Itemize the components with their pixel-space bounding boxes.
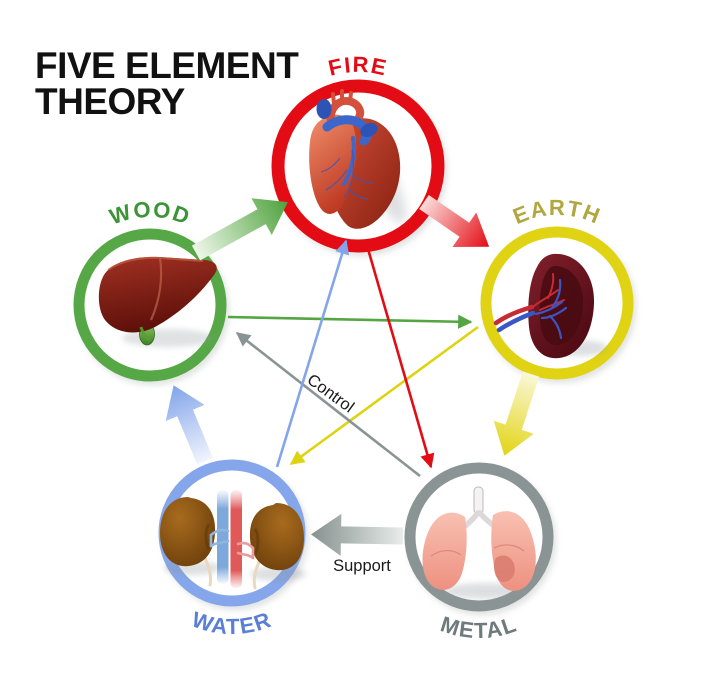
fire-label-text: FIRE [326, 52, 388, 81]
wood-label: WOOD [106, 197, 194, 230]
wood-label-text: WOOD [106, 197, 192, 230]
element-water: WATER [158, 459, 306, 640]
earth-label: EARTH [509, 195, 604, 229]
support-arrow-earth-metal [493, 371, 540, 456]
support-arrow-wood-fire [191, 198, 288, 261]
control-cycle-label: Control [304, 371, 358, 417]
control-arrow-earth-water [289, 325, 479, 466]
metal-label-text: METAL [438, 611, 519, 643]
element-earth: EARTH [480, 195, 634, 380]
spleen-icon [493, 253, 607, 359]
support-arrow-fire-earth [419, 194, 490, 248]
control-arrow-wood-earth [227, 314, 473, 329]
lungs-icon [422, 486, 536, 599]
support-cycle-label: Support [333, 557, 391, 575]
title-line-1: FIVE ELEMENT [35, 45, 299, 86]
water-label: WATER [189, 607, 275, 640]
fire-label: FIRE [326, 52, 390, 81]
control-arrow-fire-metal [364, 241, 435, 469]
support-arrow-metal-water [311, 513, 404, 556]
page-title: FIVE ELEMENT THEORY [35, 45, 300, 122]
water-label-text: WATER [189, 607, 274, 640]
control-arrow-water-fire [275, 239, 350, 468]
liver-icon [98, 256, 217, 347]
element-fire: FIRE [271, 52, 445, 253]
support-arrow-water-wood [165, 385, 213, 465]
heart-icon [309, 89, 406, 229]
earth-label-text: EARTH [509, 195, 603, 229]
support-cycle [165, 194, 540, 556]
kidneys-icon [160, 490, 306, 590]
title-line-2: THEORY [35, 81, 186, 122]
control-cycle [227, 239, 479, 478]
element-wood: WOOD [73, 197, 227, 382]
control-arrow-metal-wood [235, 331, 421, 478]
element-metal: METAL [404, 462, 554, 643]
metal-label: METAL [438, 611, 521, 643]
